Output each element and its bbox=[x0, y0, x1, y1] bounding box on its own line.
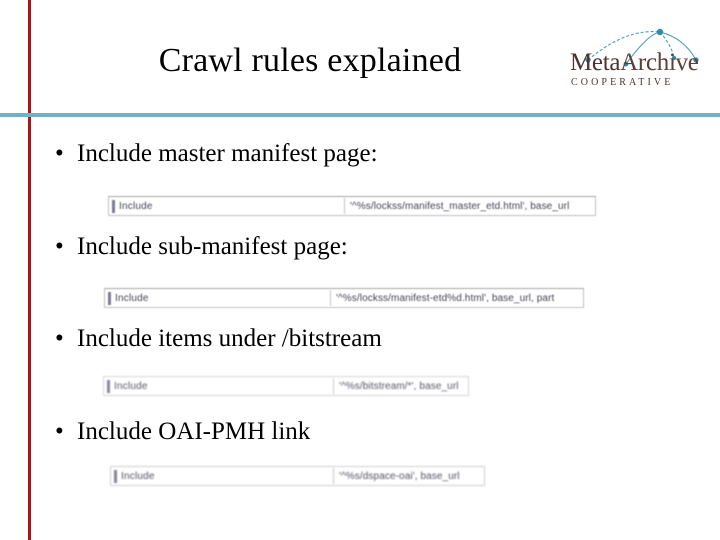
left-accent-bar bbox=[28, 0, 31, 540]
bullet-item: • Include master manifest page: bbox=[55, 140, 378, 168]
bullet-text: Include master manifest page: bbox=[77, 140, 378, 167]
text-cursor-icon bbox=[114, 469, 117, 483]
text-cursor-icon bbox=[107, 379, 110, 393]
bullet-marker-icon: • bbox=[55, 233, 64, 260]
bullet-text: Include OAI-PMH link bbox=[77, 418, 311, 445]
column-separator bbox=[330, 290, 331, 306]
logo-word-meta: Meta bbox=[570, 49, 621, 76]
bullet-item: • Include items under /bitstream bbox=[55, 325, 382, 353]
crawl-rule-type-label: Include bbox=[114, 380, 148, 392]
bullet-text: Include sub-manifest page: bbox=[77, 233, 348, 260]
logo-wordmark: MetaArchive bbox=[570, 50, 712, 75]
text-cursor-icon bbox=[112, 199, 115, 213]
crawl-rule-value: '^%s/dspace-oai', base_url bbox=[339, 470, 460, 482]
page-title: Crawl rules explained bbox=[158, 42, 462, 79]
crawl-rule-type-label: Include bbox=[121, 470, 155, 482]
crawl-rule-value: '^%s/lockss/manifest_master_etd.html', b… bbox=[350, 200, 570, 212]
logo-arc-graphic bbox=[585, 28, 699, 67]
metaarchive-logo: MetaArchive COOPERATIVE bbox=[568, 24, 714, 94]
bullet-marker-icon: • bbox=[55, 418, 64, 445]
crawl-rule-row[interactable]: Include '^%s/lockss/manifest_master_etd.… bbox=[108, 196, 596, 216]
logo-tagline: COOPERATIVE bbox=[571, 77, 674, 88]
crawl-rule-value: '^%s/lockss/manifest-etd%d.html', base_u… bbox=[336, 292, 555, 304]
bullet-item: • Include OAI-PMH link bbox=[55, 418, 310, 446]
column-separator bbox=[333, 468, 334, 484]
column-separator bbox=[333, 378, 334, 394]
crawl-rule-row[interactable]: Include '^%s/dspace-oai', base_url bbox=[110, 466, 485, 486]
bullet-marker-icon: • bbox=[55, 325, 64, 352]
crawl-rule-row[interactable]: Include '^%s/lockss/manifest-etd%d.html'… bbox=[104, 288, 584, 308]
bullet-marker-icon: • bbox=[55, 140, 64, 167]
bullet-text: Include items under /bitstream bbox=[77, 325, 382, 352]
text-cursor-icon bbox=[108, 291, 111, 305]
crawl-rule-value: '^%s/bitstream/*', base_url bbox=[339, 380, 459, 392]
bullet-item: • Include sub-manifest page: bbox=[55, 233, 348, 261]
crawl-rule-type-label: Include bbox=[115, 292, 149, 304]
crawl-rule-row[interactable]: Include '^%s/bitstream/*', base_url bbox=[103, 376, 469, 396]
header-divider-line bbox=[0, 113, 720, 117]
crawl-rule-type-label: Include bbox=[119, 200, 153, 212]
column-separator bbox=[344, 198, 345, 214]
logo-word-archive: Archive bbox=[620, 49, 699, 76]
